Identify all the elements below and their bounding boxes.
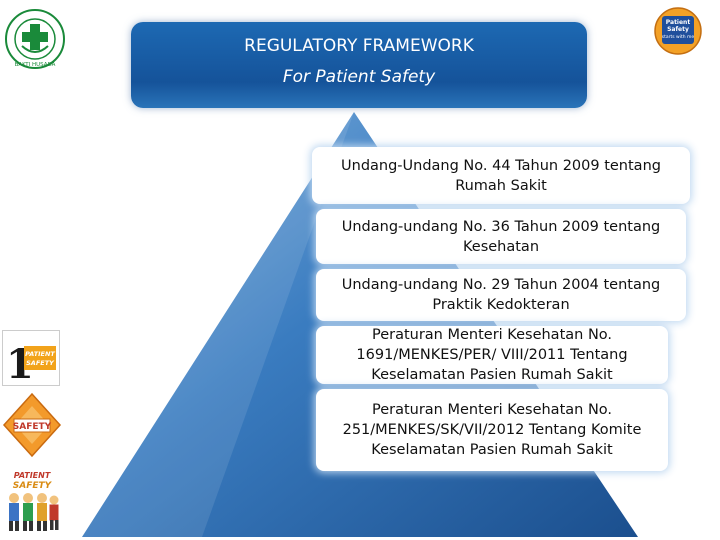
slide-title: REGULATORY FRAMEWORK: [131, 36, 587, 56]
pyramid-level-permenkes-1691: Peraturan Menteri Kesehatan No. 1691/MEN…: [316, 326, 668, 384]
svg-text:BAKTI HUSADA: BAKTI HUSADA: [15, 62, 56, 68]
svg-text:PATIENT: PATIENT: [25, 350, 55, 358]
title-banner: REGULATORY FRAMEWORK For Patient Safety: [131, 22, 587, 108]
svg-text:SAFETY: SAFETY: [13, 481, 53, 491]
svg-text:SAFETY: SAFETY: [26, 359, 55, 367]
svg-text:starts with me: starts with me: [662, 34, 695, 40]
svg-text:PATIENT: PATIENT: [14, 471, 51, 480]
svg-text:Safety: Safety: [667, 26, 689, 33]
svg-text:Patient: Patient: [666, 19, 691, 26]
svg-text:SAFETY: SAFETY: [13, 422, 52, 432]
slide-subtitle: For Patient Safety: [131, 67, 587, 87]
pyramid-level-uu-29-2004: Undang-undang No. 29 Tahun 2004 tentang …: [316, 269, 686, 321]
patient-safety-cartoon-logo: PATIENT SAFETY: [2, 466, 62, 536]
safety-diamond-logo: SAFETY: [2, 392, 62, 458]
bakti-husada-logo: BAKTI HUSADA: [4, 8, 66, 70]
patient-safety-badge-logo: Patient Safety starts with me: [654, 6, 702, 56]
pyramid-level-uu-44-2009: Undang-Undang No. 44 Tahun 2009 tentang …: [312, 147, 690, 204]
pyramid-level-kepmenkes-251: Peraturan Menteri Kesehatan No. 251/MENK…: [316, 389, 668, 471]
pyramid-level-uu-36-2009: Undang-undang No. 36 Tahun 2009 tentang …: [316, 209, 686, 264]
number-one-patient-safety-logo: 1 PATIENT SAFETY: [2, 330, 60, 386]
